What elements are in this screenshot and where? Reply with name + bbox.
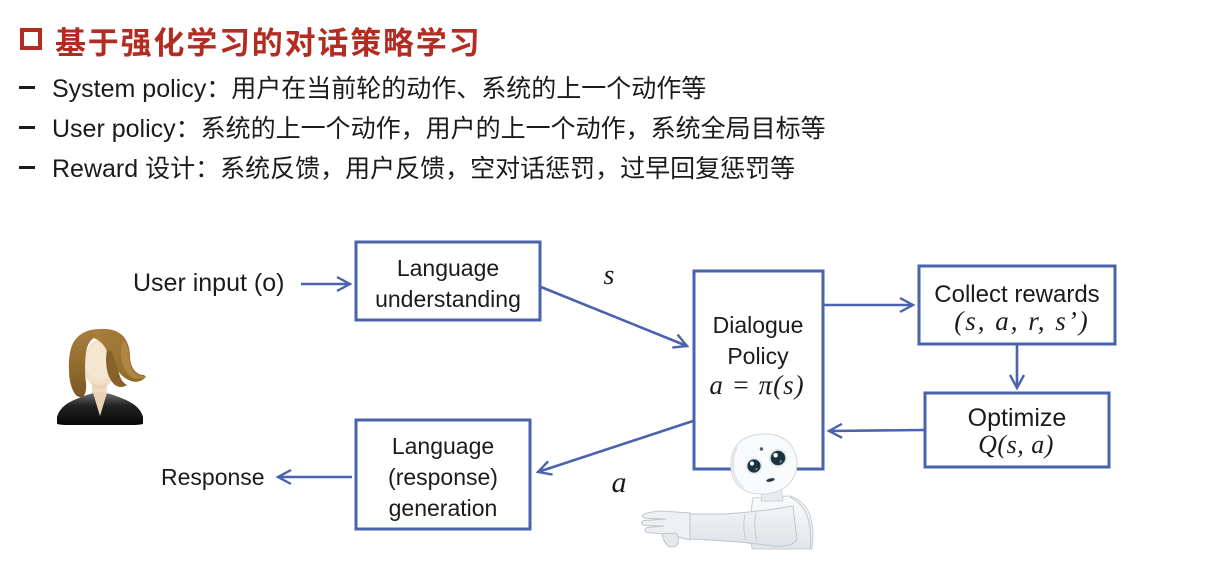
svg-text:s: s <box>604 260 615 291</box>
svg-text:Language: Language <box>397 255 499 281</box>
svg-text:Q(s, a): Q(s, a) <box>978 430 1054 459</box>
svg-text:understanding: understanding <box>375 286 521 312</box>
svg-text:a = π(s): a = π(s) <box>709 370 804 400</box>
svg-text:Collect rewards: Collect rewards <box>934 281 1099 308</box>
svg-text:(s, a, r, s’): (s, a, r, s’) <box>954 306 1090 336</box>
svg-text:Language: Language <box>392 433 494 459</box>
svg-text:Policy: Policy <box>727 343 789 369</box>
svg-text:a: a <box>612 466 627 499</box>
svg-text:Response: Response <box>161 464 265 490</box>
svg-text:(response): (response) <box>388 464 498 490</box>
svg-text:User input (o): User input (o) <box>133 269 284 297</box>
svg-text:Dialogue: Dialogue <box>713 312 804 338</box>
svg-text:generation: generation <box>389 495 498 521</box>
svg-text:Optimize: Optimize <box>968 404 1067 432</box>
